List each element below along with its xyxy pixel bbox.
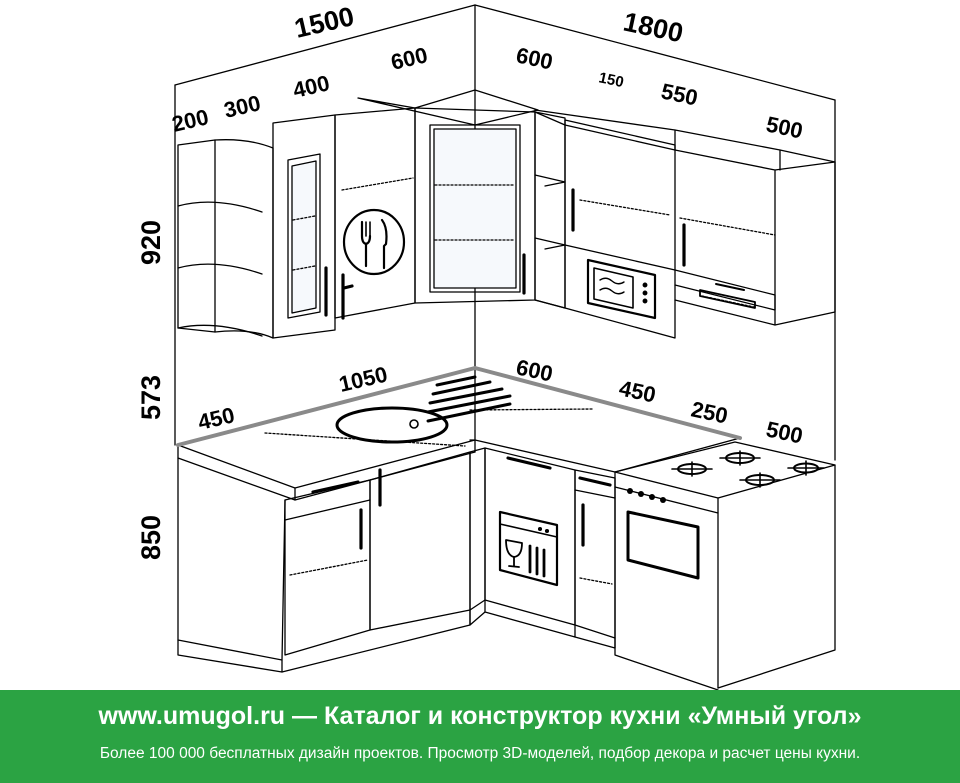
dim-upper-total-right: 1800 xyxy=(621,7,686,49)
dim-backsplash-height: 573 xyxy=(136,375,166,420)
range-hood-icon xyxy=(699,283,756,309)
dim-upper-gap: 150 xyxy=(597,69,625,91)
kitchen-diagram: 1500 1800 200 300 400 600 600 150 550 50… xyxy=(136,1,836,690)
microwave-icon xyxy=(586,258,657,320)
base-narrow-cabinet xyxy=(574,469,616,649)
dim-upper-shelf: 300 xyxy=(222,90,263,123)
footer-banner: www.umugol.ru — Каталог и конструктор ку… xyxy=(0,690,960,783)
sink-icon xyxy=(335,375,512,444)
dim-upper-glass-cabinet: 400 xyxy=(291,70,332,103)
footer-subtitle: Более 100 000 бесплатных дизайн проектов… xyxy=(99,745,861,762)
upper-glass-cabinet xyxy=(272,114,336,339)
upper-corner-glass-cabinet xyxy=(357,89,539,304)
stove-icon xyxy=(671,450,825,488)
dim-base-height: 850 xyxy=(136,515,166,560)
dim-stove-width: 500 xyxy=(764,416,805,448)
catalog-title: — Каталог и конструктор кухни «Умный уго… xyxy=(285,702,862,730)
oven-icon xyxy=(626,488,700,580)
site-link[interactable]: www.umugol.ru xyxy=(98,702,286,730)
dim-upper-hood-cabinet: 500 xyxy=(764,111,805,143)
base-left-cabinets xyxy=(177,451,471,673)
dim-upper-height: 920 xyxy=(136,220,166,265)
dim-upper-microwave-cabinet: 550 xyxy=(659,78,700,110)
upper-open-shelf xyxy=(177,139,274,339)
upper-right-shelf xyxy=(534,111,566,309)
dim-upper-total-left: 1500 xyxy=(292,1,357,44)
dim-upper-right-from-corner: 600 xyxy=(514,42,555,74)
dim-worktop-right-depth: 450 xyxy=(617,375,658,407)
dim-worktop-right-length: 250 xyxy=(689,396,730,428)
upper-dish-cabinet xyxy=(334,107,416,320)
base-dishwasher xyxy=(469,439,576,638)
dim-upper-shelf-corner: 200 xyxy=(170,104,211,137)
dishwasher-icon xyxy=(498,510,559,587)
upper-hood-cabinet xyxy=(674,129,836,326)
dim-upper-left-to-corner: 600 xyxy=(389,42,430,75)
footer-title: www.umugol.ru — Каталог и конструктор ку… xyxy=(0,702,960,731)
fork-knife-icon xyxy=(342,208,406,276)
